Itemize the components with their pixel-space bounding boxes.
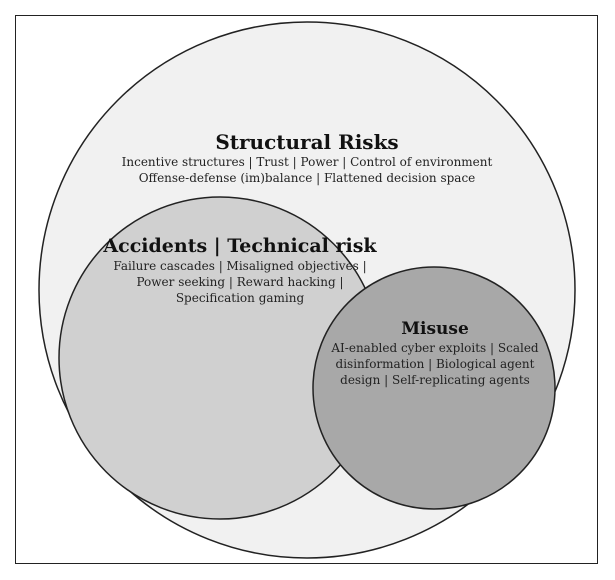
structural-risks-title: Structural Risks xyxy=(215,130,399,154)
structural-risks-line-2: Offense-defense (im)balance | Flattened … xyxy=(138,171,476,185)
accidents-label: Accidents | Technical risk Failure casca… xyxy=(95,234,385,306)
structural-risks-line-1: Incentive structures | Trust | Power | C… xyxy=(121,155,493,169)
misuse-line-2: disinformation | Biological agent xyxy=(335,357,535,371)
misuse-line-1: AI-enabled cyber exploits | Scaled xyxy=(331,341,539,355)
misuse-label: Misuse AI-enabled cyber exploits | Scale… xyxy=(329,318,541,388)
misuse-circle xyxy=(312,266,556,510)
accidents-line-2: Power seeking | Reward hacking | xyxy=(136,275,344,289)
misuse-title: Misuse xyxy=(401,319,469,339)
accidents-line-1: Failure cascades | Misaligned objectives… xyxy=(113,259,367,273)
accidents-title: Accidents | Technical risk xyxy=(103,235,377,257)
structural-risks-label: Structural Risks Incentive structures | … xyxy=(107,130,507,186)
accidents-line-3: Specification gaming xyxy=(175,291,305,305)
misuse-line-3: design | Self-replicating agents xyxy=(340,373,530,387)
